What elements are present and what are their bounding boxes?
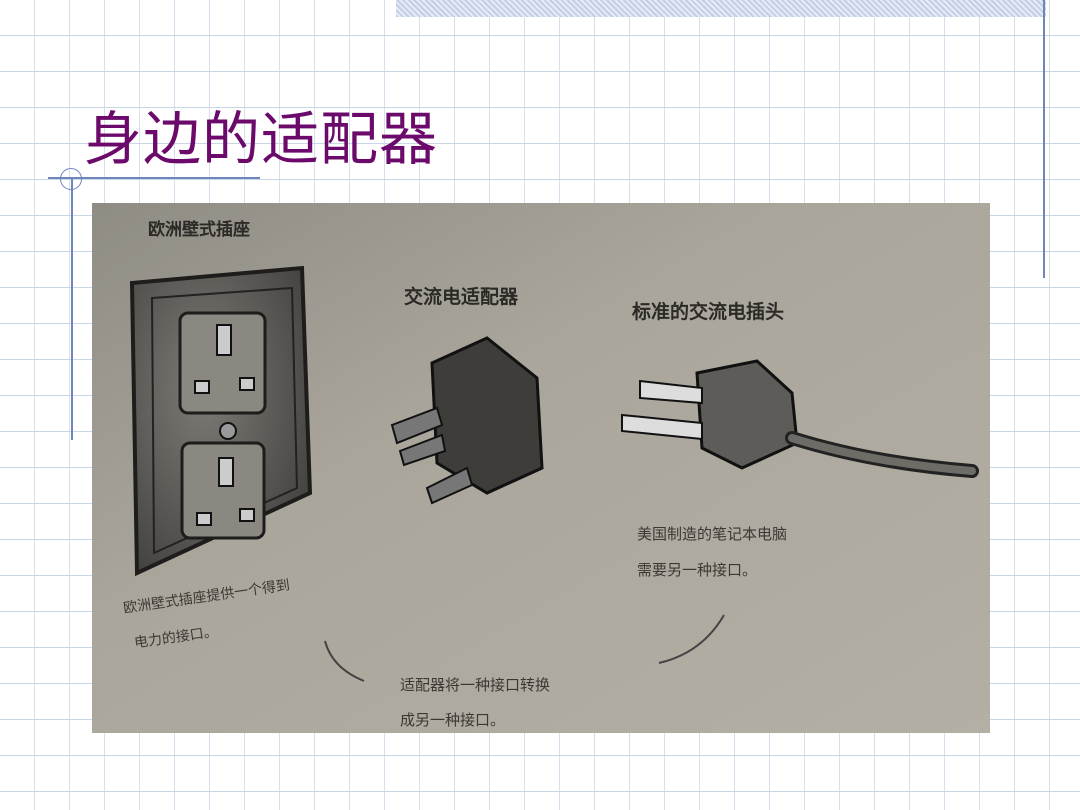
ac-plug-drawing [621,359,979,478]
arrow-icon [324,640,365,682]
title-underline [48,177,260,179]
plug-label: 标准的交流电插头 [632,300,784,323]
plug-caption-line1: 美国制造的笔记本电脑 [637,525,787,543]
arrow-icon [658,614,725,664]
wall-socket-drawing [129,265,313,577]
slide-title: 身边的适配器 [84,105,439,173]
plug-caption-line2: 需要另一种接口。 [637,561,757,579]
adapter-label: 交流电适配器 [404,285,519,308]
decorative-vertical-line [1043,0,1045,278]
decorative-vertical-line [71,178,73,440]
ac-adapter-drawing [390,336,544,505]
adapter-caption-line2: 成另一种接口。 [400,711,505,729]
decorative-circle [60,168,82,190]
socket-label: 欧洲壁式插座 [148,219,250,240]
decorative-top-bar [396,0,1046,17]
adapter-caption-line1: 适配器将一种接口转换 [400,676,550,694]
adapter-illustration-photo: 欧洲壁式插座 交流电适配器 标准的交流电插头 欧洲壁式插座提供一个得到 电力的接… [92,203,990,733]
